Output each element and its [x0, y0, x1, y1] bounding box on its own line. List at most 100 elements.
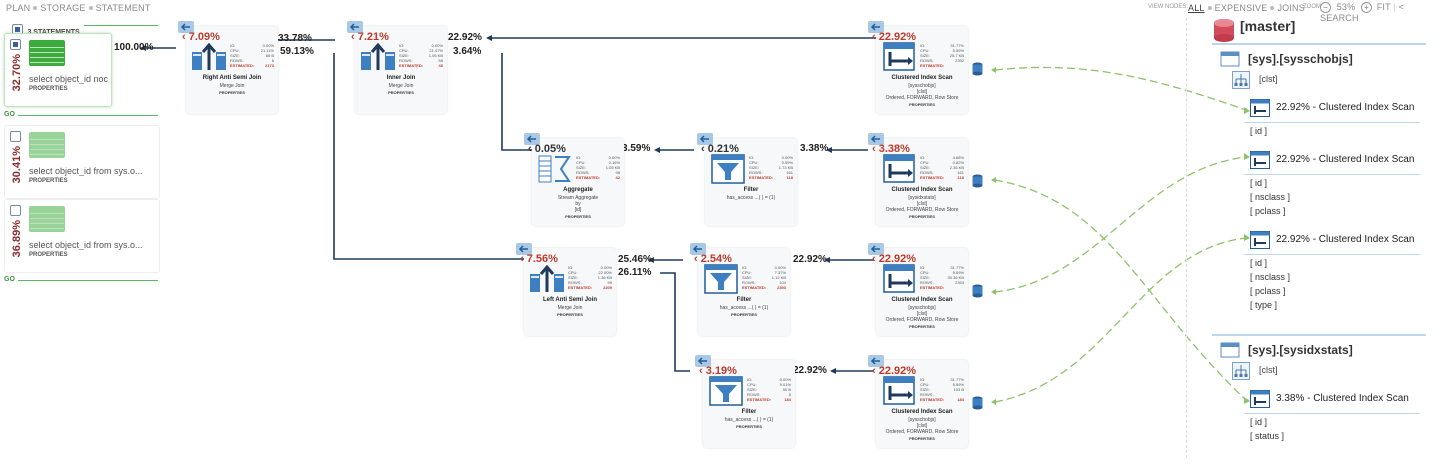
scan-operator-icon	[880, 154, 918, 184]
plan-node-f3[interactable]: ‹ 3.19% IO:0.00% CPU:9.01% SIZE:50 B ROW…	[695, 355, 795, 448]
node-detail: [id]	[574, 207, 582, 213]
table-name[interactable]: [sys].[sysidxstats]	[1248, 343, 1353, 357]
plan-node-cis4[interactable]: ‹ 22.92% IO:31.77% CPU:5.59% SIZE:103 B …	[868, 355, 968, 448]
zoom-in-button[interactable]: +	[1361, 2, 1373, 14]
node-title: Aggregate	[563, 187, 593, 193]
fit-button[interactable]: FIT	[1376, 2, 1391, 12]
node-detail: Stream Aggregate	[557, 195, 599, 201]
table-divider	[1212, 334, 1426, 336]
tab-storage[interactable]: STORAGE	[40, 3, 86, 13]
statement-checkbox[interactable]	[10, 205, 21, 216]
node-title: Left Anti Semi Join	[542, 297, 598, 303]
index-icon	[1232, 71, 1250, 94]
node-stats: IO:0.00% CPU:21.11% SIZE:66 B ROWS:6 EST…	[230, 43, 274, 68]
table-cylinder-icon[interactable]	[972, 396, 983, 410]
scan-column: [ nsclass ]	[1250, 192, 1291, 202]
scan-operator-icon	[880, 376, 918, 406]
collapse-arrow-icon[interactable]	[695, 354, 711, 367]
table-cylinder-icon[interactable]	[972, 174, 983, 188]
statement-properties[interactable]: PROPERTIES	[29, 86, 68, 92]
filter-joins[interactable]: JOINS	[1277, 3, 1305, 13]
plan-node-laj[interactable]: ‹ 7.56% IO:0.00% CPU:22.00% SIZE:1.36 KB…	[516, 243, 616, 336]
clustered-index-scan-icon	[1250, 390, 1270, 408]
node-properties[interactable]: PROPERTIES	[736, 424, 762, 429]
edge-label: 26.11%	[618, 267, 652, 278]
node-cost: ‹ 22.92%	[872, 253, 917, 265]
node-detail: Ordered, FORWARD, Row Store	[885, 429, 959, 435]
plan-node-f1[interactable]: ‹ 0.21% IO:0.00% CPU:0.59% SIZE:1.73 KB …	[697, 133, 797, 226]
scan-operator-icon	[880, 42, 918, 72]
collapse-arrow-icon[interactable]	[690, 242, 706, 255]
go-label: GO	[4, 111, 15, 118]
filter-operator-icon	[702, 264, 740, 294]
agg-operator-icon	[536, 154, 574, 184]
scan-bar	[1244, 413, 1420, 414]
go-divider	[18, 280, 158, 281]
tab-plan[interactable]: PLAN	[6, 3, 31, 13]
node-properties[interactable]: PROPERTIES	[909, 214, 935, 219]
edge-laj-f3	[660, 272, 690, 372]
scan-label: 22.92% - Clustered Index Scan	[1276, 234, 1415, 245]
table-cylinder-icon[interactable]	[972, 284, 983, 298]
node-detail: Merge Join	[557, 305, 583, 311]
clustered-index-scan-icon	[1250, 231, 1270, 249]
plan-node-agg[interactable]: ‹ 0.05% IO:0.00% CPU:0.16% SIZE:1.05 KB …	[524, 133, 624, 226]
plan-node-cis2[interactable]: ‹ 3.38% IO:4.68% CPU:0.82% SIZE:2.36 KB …	[868, 133, 968, 226]
scan-column: [ id ]	[1250, 126, 1268, 136]
filter-expensive[interactable]: EXPENSIVE	[1214, 3, 1268, 13]
edge-label: 22.92%	[793, 365, 827, 376]
tab-statement[interactable]: STATEMENT	[95, 3, 151, 13]
database-underline	[1212, 43, 1426, 45]
node-cost: ‹ 3.38%	[872, 143, 910, 155]
edge-label: 22.92%	[448, 32, 482, 43]
node-properties[interactable]: PROPERTIES	[557, 312, 583, 317]
table-name[interactable]: [sys].[sysschobjs]	[1248, 52, 1353, 66]
node-properties[interactable]: PROPERTIES	[909, 102, 935, 107]
collapse-arrow-icon[interactable]	[347, 20, 363, 33]
table-cylinder-icon[interactable]	[972, 62, 983, 76]
statement-properties[interactable]: PROPERTIES	[29, 252, 68, 258]
plan-node-ij[interactable]: ‹ 7.21% IO:0.00% CPU:21.47% SIZE:1.05 KB…	[347, 21, 447, 114]
node-title: Filter	[736, 297, 752, 303]
statement-properties[interactable]: PROPERTIES	[29, 178, 68, 184]
collapse-arrow-icon[interactable]	[868, 354, 884, 367]
node-detail: [sysidxstats]	[908, 195, 936, 201]
plan-node-raj[interactable]: ‹ 7.09% IO:0.00% CPU:21.11% SIZE:66 B RO…	[178, 21, 278, 114]
node-detail: Merge Join	[219, 83, 245, 89]
statement-card-3[interactable]: 36.89% select object_id from sys.o... PR…	[4, 199, 160, 273]
storage-divider	[1186, 18, 1188, 458]
search-button[interactable]: < SEARCH	[1320, 2, 1405, 24]
node-properties[interactable]: PROPERTIES	[219, 90, 245, 95]
node-stats: IO:0.00% CPU:22.00% SIZE:1.36 KB ROWS:99…	[568, 265, 612, 290]
collapse-arrow-icon[interactable]	[868, 20, 884, 33]
node-properties[interactable]: PROPERTIES	[388, 90, 414, 95]
node-properties[interactable]: PROPERTIES	[909, 324, 935, 329]
edge-label: 22.92%	[793, 254, 827, 265]
collapse-arrow-icon[interactable]	[868, 242, 884, 255]
view-nodes-label: VIEW NODES:	[1148, 4, 1189, 10]
plan-node-cis3[interactable]: ‹ 22.92% IO:31.77% CPU:5.59% SIZE:30.36 …	[868, 243, 968, 336]
go-label: GO	[4, 276, 15, 283]
filter-all[interactable]: ALL	[1188, 3, 1205, 13]
collapse-arrow-icon[interactable]	[868, 132, 884, 145]
node-properties[interactable]: PROPERTIES	[731, 312, 757, 317]
go-divider	[18, 115, 158, 116]
node-properties[interactable]: PROPERTIES	[909, 436, 935, 441]
plan-node-cis1[interactable]: ‹ 22.92% IO:31.77% CPU:5.59% SIZE:25.7 K…	[868, 21, 968, 114]
statement-card-1[interactable]: 32.70% select object_id noc PROPERTIES	[4, 33, 112, 107]
scan-entry[interactable]: 22.92% - Clustered Index Scan [ id ]	[1244, 96, 1420, 146]
node-properties[interactable]: PROPERTIES	[565, 214, 591, 219]
collapse-arrow-icon[interactable]	[516, 242, 532, 255]
edge-label: 25.46%	[618, 254, 652, 265]
collapse-arrow-icon[interactable]	[178, 20, 194, 33]
edge-label: 33.78%	[278, 33, 312, 44]
collapse-arrow-icon[interactable]	[524, 132, 540, 145]
statement-checkbox[interactable]	[10, 131, 21, 142]
statement-checkbox[interactable]	[10, 39, 21, 50]
collapse-arrow-icon[interactable]	[697, 132, 713, 145]
statement-card-2[interactable]: 30.41% select object_id from sys.o... PR…	[4, 125, 160, 199]
plan-node-f2[interactable]: ‹ 2.54% IO:0.00% CPU:7.37% SIZE:1.12 KB …	[690, 243, 790, 336]
index-name: [clst]	[1259, 365, 1278, 375]
node-title: Clustered Index Scan	[891, 297, 953, 303]
node-stats: IO:31.77% CPU:5.59% SIZE:30.36 KB ROWS:2…	[920, 265, 964, 290]
